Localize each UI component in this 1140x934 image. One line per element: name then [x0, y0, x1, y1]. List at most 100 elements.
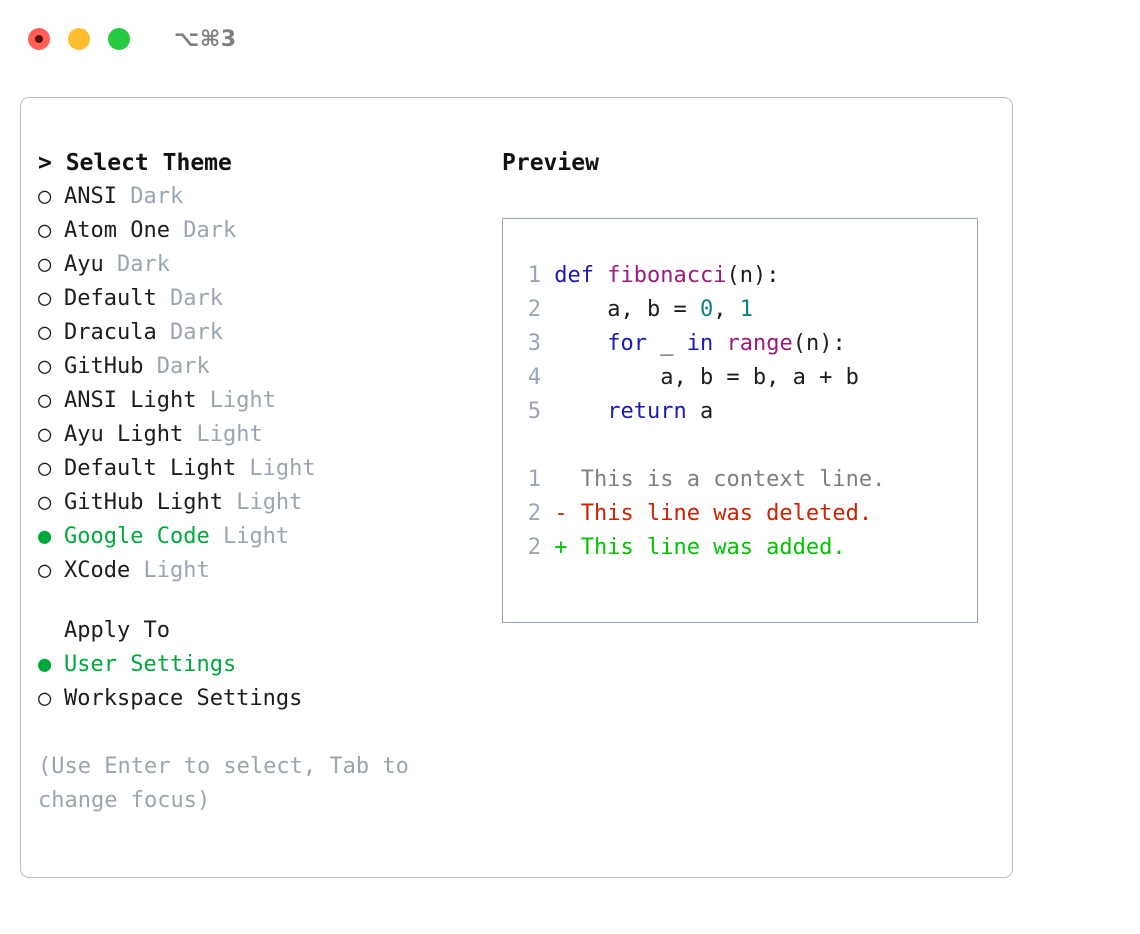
diff-line-add: 2 + This line was added.	[515, 531, 885, 565]
theme-variant-tag: Dark	[169, 218, 237, 243]
close-button[interactable]	[28, 28, 50, 50]
theme-option-label: Default	[64, 286, 157, 311]
code-line: 2 a, b = 0, 1	[515, 293, 885, 327]
apply-to-option-label: Workspace Settings	[64, 686, 303, 711]
radio-unselected-icon: ○	[38, 558, 52, 583]
code-diff-separator	[515, 429, 885, 463]
code-token-pln: ,	[713, 297, 740, 322]
theme-option-label: Dracula	[64, 320, 157, 345]
theme-variant-tag: Light	[196, 388, 276, 413]
list-spacer	[38, 588, 488, 614]
preview-column: Preview 1 def fibonacci(n):2 a, b = 0, 1…	[502, 146, 992, 623]
diff-marker: -	[554, 501, 581, 526]
minimize-button[interactable]	[68, 28, 90, 50]
theme-variant-tag: Dark	[156, 320, 223, 345]
radio-unselected-icon: ○	[38, 686, 52, 711]
apply-to-option-workspace-settings[interactable]: ○ Workspace Settings	[38, 682, 488, 716]
code-token-pln: (n):	[726, 263, 780, 288]
theme-option-dracula[interactable]: ○ Dracula Dark	[38, 316, 488, 350]
maximize-button[interactable]	[108, 28, 130, 50]
select-theme-heading: > Select Theme	[38, 150, 232, 176]
code-token-kw: in	[686, 331, 714, 356]
theme-variant-tag: Dark	[103, 252, 170, 277]
code-token-num: 0	[699, 297, 714, 322]
code-line: 1 def fibonacci(n):	[515, 259, 885, 293]
code-token-pln	[554, 399, 607, 424]
diff-line-del: 2 - This line was deleted.	[515, 497, 885, 531]
theme-option-xcode[interactable]: ○ XCode Light	[38, 554, 488, 588]
radio-unselected-icon: ○	[38, 354, 52, 379]
code-token-kw: for	[607, 331, 647, 356]
theme-option-label: Google Code	[64, 524, 210, 549]
radio-unselected-icon: ○	[38, 218, 52, 243]
radio-selected-icon: ●	[38, 524, 52, 549]
code-line: 4 a, b = b, a + b	[515, 361, 885, 395]
theme-option-label: GitHub Light	[64, 490, 223, 515]
code-token-pln: (n):	[792, 331, 846, 356]
code-line: 5 return a	[515, 395, 885, 429]
radio-unselected-icon: ○	[38, 388, 52, 413]
theme-option-label: XCode	[64, 558, 131, 583]
code-token-kw: def	[554, 263, 608, 288]
apply-to-option-user-settings[interactable]: ●User Settings	[38, 648, 488, 682]
theme-option-ansi[interactable]: ○ANSI Dark	[38, 180, 488, 214]
radio-unselected-icon: ○	[38, 320, 52, 345]
preview-heading: Preview	[502, 150, 599, 176]
panel-columns: > Select Theme ○ANSI Dark○Atom One Dark○…	[21, 98, 1012, 877]
theme-variant-tag: Light	[209, 524, 290, 549]
theme-variant-tag: Light	[236, 456, 316, 481]
apply-to-list[interactable]: ●User Settings ○ Workspace Settings	[38, 648, 488, 716]
theme-option-github[interactable]: ○ GitHub Dark	[38, 350, 488, 384]
theme-list[interactable]: ○ANSI Dark○Atom One Dark○Ayu Dark○Defaul…	[38, 180, 488, 588]
theme-option-atom-one[interactable]: ○Atom One Dark	[38, 214, 488, 248]
code-token-pln	[713, 331, 726, 356]
title-bar: ⌥⌘3	[0, 0, 1140, 78]
diff-text: This is a context line.	[580, 467, 886, 492]
code-token-pln: _	[646, 331, 687, 356]
diff-text: This line was deleted.	[580, 501, 873, 526]
theme-option-google-code[interactable]: ● Google Code Light	[38, 520, 488, 554]
keyboard-hint-text: (Use Enter to select, Tab to change focu…	[38, 754, 409, 813]
code-token-pln	[554, 331, 607, 356]
theme-option-label: GitHub	[64, 354, 144, 379]
code-token-pln: a	[686, 399, 714, 424]
theme-variant-tag: Light	[130, 558, 210, 583]
theme-option-default[interactable]: ○ Default Dark	[38, 282, 488, 316]
theme-option-label: ANSI	[64, 184, 117, 209]
line-number: 1	[527, 467, 541, 492]
diff-line-ctx: 1 This is a context line.	[515, 463, 886, 497]
theme-option-ayu[interactable]: ○Ayu Dark	[38, 248, 488, 282]
keyboard-shortcut-label: ⌥⌘3	[174, 26, 237, 52]
main-panel: > Select Theme ○ANSI Dark○Atom One Dark○…	[20, 97, 1013, 878]
radio-unselected-icon: ○	[38, 286, 52, 311]
theme-variant-tag: Light	[183, 422, 263, 447]
apply-to-heading: Apply To	[64, 618, 170, 643]
theme-option-ansi-light[interactable]: ○ANSI Light Light	[38, 384, 488, 418]
diff-text: This line was added.	[580, 535, 846, 560]
theme-option-label: Ayu	[64, 252, 104, 277]
radio-unselected-icon: ○	[38, 490, 52, 515]
theme-option-github-light[interactable]: ○GitHub Light Light	[38, 486, 488, 520]
code-token-pln: a, b =	[554, 297, 700, 322]
code-token-fn: fibonacci	[607, 263, 727, 288]
code-token-num: 1	[739, 297, 753, 322]
theme-picker-column: > Select Theme ○ANSI Dark○Atom One Dark○…	[38, 146, 488, 818]
line-number: 4	[527, 365, 541, 390]
theme-option-label: Ayu Light	[64, 422, 184, 447]
window-controls	[28, 28, 130, 50]
theme-option-ayu-light[interactable]: ○Ayu Light Light	[38, 418, 488, 452]
line-number: 2	[527, 297, 541, 322]
line-number: 5	[527, 399, 541, 424]
line-number: 1	[527, 263, 541, 288]
theme-variant-tag: Dark	[143, 354, 210, 379]
diff-marker	[554, 467, 581, 492]
theme-option-label: Default Light	[64, 456, 237, 481]
theme-option-default-light[interactable]: ○ Default Light Light	[38, 452, 488, 486]
code-token-pln: a, b = b, a + b	[554, 365, 859, 390]
theme-variant-tag: Dark	[156, 286, 223, 311]
radio-unselected-icon: ○	[38, 456, 52, 481]
line-number: 2	[527, 501, 541, 526]
